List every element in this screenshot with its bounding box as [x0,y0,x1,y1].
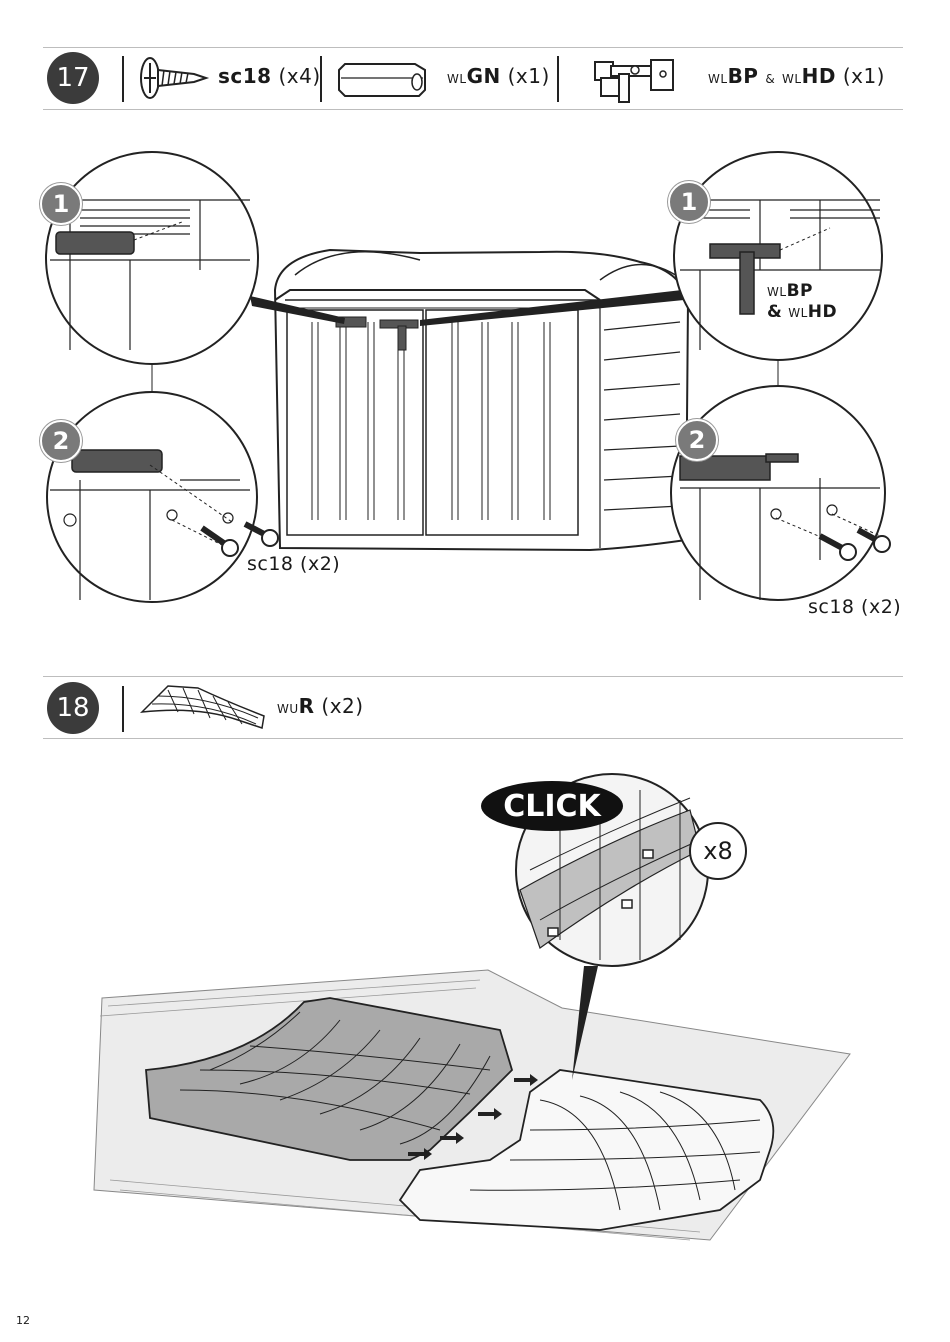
callout-badge-1-right: 1 [668,181,710,223]
roof-assembly-illustration [0,740,950,1300]
page-number: 12 [16,1314,30,1327]
separator [122,686,124,732]
part-wur-label: WUR (x2) [277,694,364,718]
step-18-badge: 18 [47,682,99,734]
step18-header-rule [43,738,903,739]
right-screws-label: sc18 (x2) [808,596,901,618]
callout-badge-2-left: 2 [40,420,82,462]
step18-top-rule [43,676,903,677]
callout-badge-1-left: 1 [40,183,82,225]
click-bubble: CLICK [481,781,623,831]
roof-panel-icon [138,682,268,734]
quantity-x8-badge: x8 [689,822,747,880]
storage-box-illustration [0,0,950,660]
left-screws-label: sc18 (x2) [247,553,340,575]
bp-hd-callout-label: WLBP & WLHD [767,281,837,323]
callout-badge-2-right: 2 [676,419,718,461]
